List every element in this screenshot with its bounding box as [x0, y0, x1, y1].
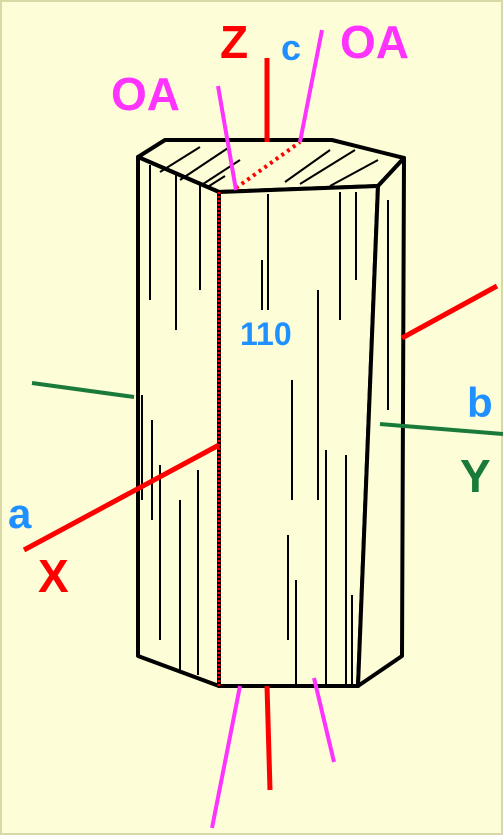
c-axis-label: c [281, 27, 301, 68]
z-axis-bottom [267, 686, 270, 790]
y-axis-back [32, 383, 134, 397]
crystal-front-face [219, 186, 378, 686]
face-110-label: 110 [240, 316, 292, 352]
optic-axis-left-bottom [212, 686, 240, 828]
optic-axis-right-bottom [314, 678, 334, 762]
optic-axis-right-top [300, 30, 322, 142]
optic-axis-label-right: OA [340, 16, 409, 68]
z-axis-label: Z [220, 16, 248, 68]
a-axis-label: a [8, 490, 32, 537]
x-axis-back [402, 286, 497, 338]
optic-axis-label-left: OA [111, 68, 180, 120]
y-axis-label: Y [460, 450, 491, 502]
x-axis-label: X [38, 550, 69, 602]
b-axis-label: b [467, 379, 493, 426]
